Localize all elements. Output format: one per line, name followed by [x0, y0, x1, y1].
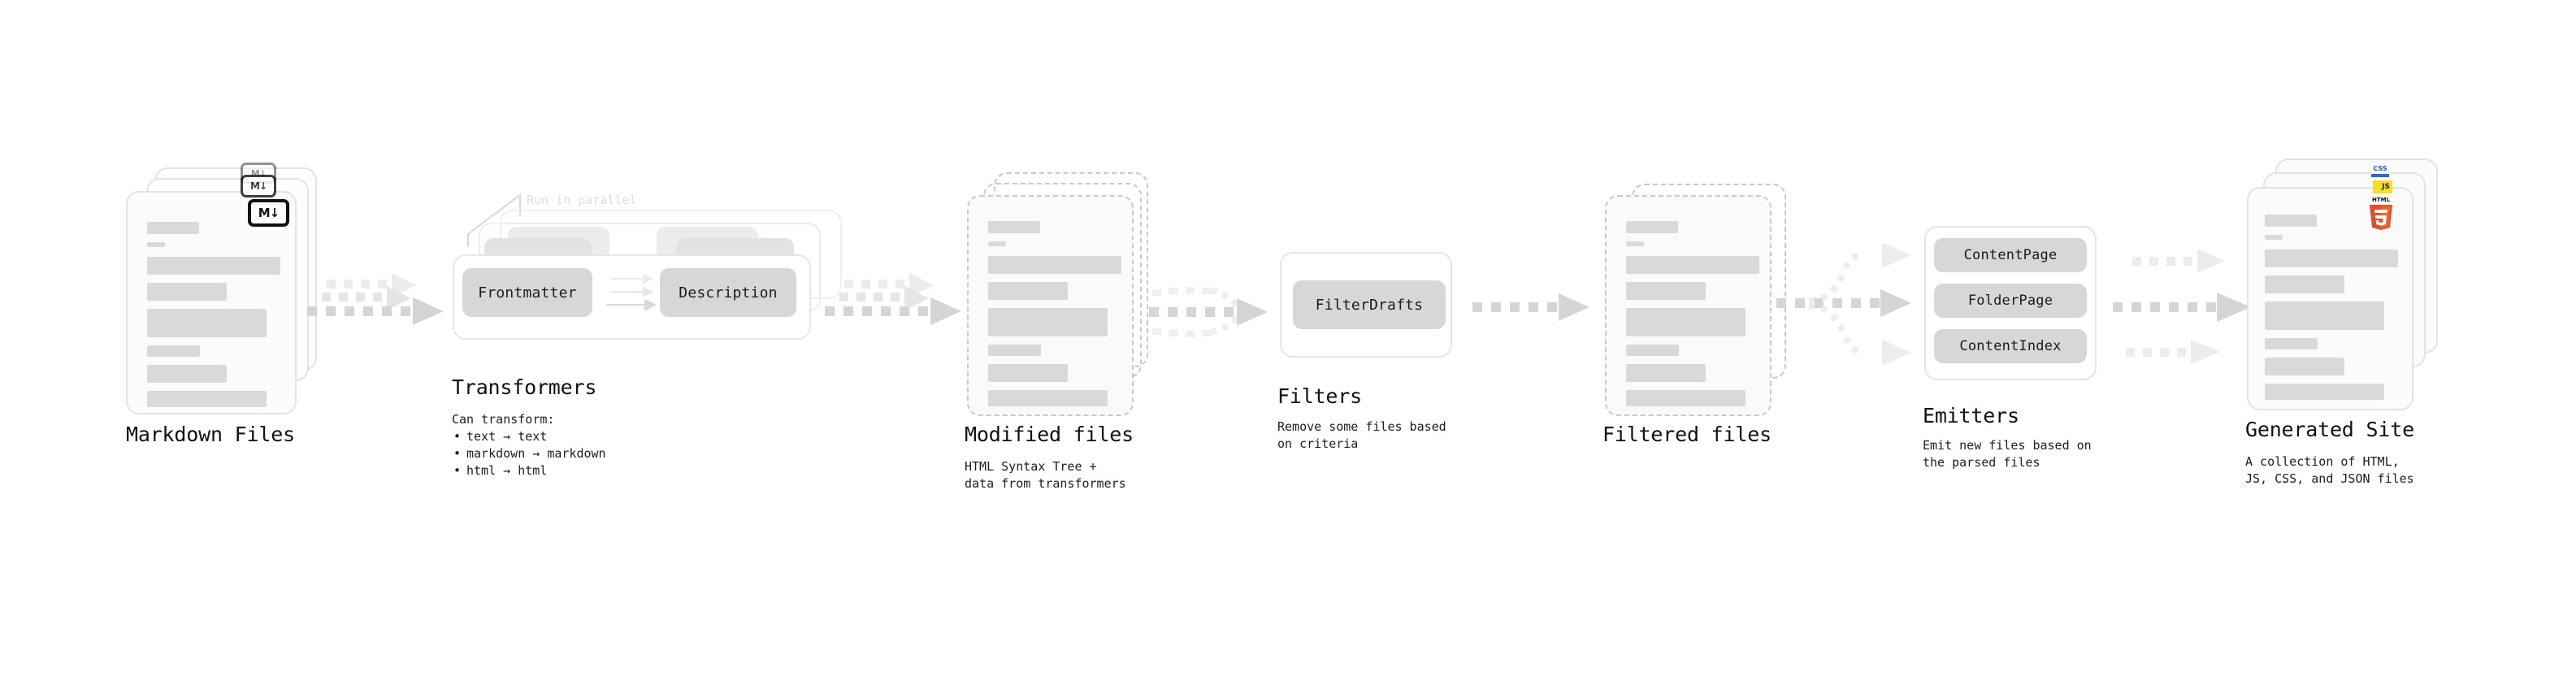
filters-pill-filterdrafts[interactable]: FilterDrafts: [1293, 280, 1446, 329]
stage-title-filtered-files: Filtered files: [1602, 423, 1772, 446]
placeholder-bar: [2265, 338, 2318, 349]
placeholder-bar: [147, 242, 165, 247]
placeholder-bar: [988, 241, 1006, 246]
stage-title-generated-site: Generated Site: [2245, 418, 2414, 441]
placeholder-bar: [1626, 221, 1678, 233]
stage-title-modified-files: Modified files: [965, 423, 1134, 446]
arrow-markdown-to-transformers: [307, 273, 444, 325]
placeholder-bar: [988, 256, 1121, 274]
placeholder-bar: [1626, 390, 1746, 406]
stage-title-filters: Filters: [1277, 384, 1362, 408]
filtered-card-front: [1605, 195, 1772, 416]
arrow-modified-to-filters: [1149, 287, 1268, 337]
placeholder-bar: [147, 257, 280, 275]
stage-title-emitters: Emitters: [1923, 404, 2019, 427]
placeholder-bar: [1626, 364, 1706, 382]
filters-subtitle: Remove some files based on criteria: [1277, 419, 1446, 451]
placeholder-bar: [2265, 275, 2344, 293]
list-item: markdown → markdown: [466, 445, 606, 462]
filtered-card-content: [1626, 221, 1759, 414]
placeholder-bar: [988, 282, 1068, 300]
run-in-parallel-bracket: [467, 193, 521, 247]
placeholder-bar: [1626, 282, 1706, 300]
javascript-logo-icon: JS: [2373, 180, 2392, 193]
list-item: html → html: [466, 462, 606, 479]
stage-title-transformers: Transformers: [452, 375, 597, 399]
emitters-pill-folderpage[interactable]: FolderPage: [1934, 284, 2087, 318]
emitters-pill-contentpage[interactable]: ContentPage: [1934, 238, 2087, 272]
modified-card-content: [988, 221, 1121, 414]
placeholder-bar: [2265, 249, 2398, 267]
placeholder-bar: [2265, 358, 2344, 375]
transformer-pill-description[interactable]: Description: [660, 268, 796, 317]
placeholder-bar: [988, 308, 1108, 336]
placeholder-bar: [2265, 215, 2317, 227]
run-in-parallel-label: Run in parallel: [527, 193, 637, 207]
placeholder-bar: [988, 345, 1041, 356]
arrow-filters-to-filtered: [1472, 293, 1589, 321]
placeholder-bar: [147, 345, 200, 357]
placeholder-bar: [988, 221, 1040, 233]
modified-card-front: [967, 195, 1134, 416]
placeholder-bar: [2265, 384, 2384, 400]
placeholder-bar: [1626, 256, 1759, 274]
stage-title-markdown-files: Markdown Files: [126, 423, 295, 446]
transformer-pill-frontmatter[interactable]: Frontmatter: [462, 268, 592, 317]
svg-text:HTML: HTML: [2372, 197, 2391, 203]
placeholder-bar: [147, 309, 267, 337]
list-item: text → text: [466, 428, 606, 445]
markdown-card-front: [126, 191, 297, 414]
placeholder-bar: [1626, 345, 1679, 356]
placeholder-bar: [988, 364, 1068, 382]
css3-logo-icon: CSS: [2371, 165, 2389, 177]
placeholder-bar: [2265, 301, 2384, 330]
generated-site-subtitle: A collection of HTML, JS, CSS, and JSON …: [2245, 454, 2414, 486]
placeholder-bar: [1626, 241, 1644, 246]
placeholder-bar: [147, 283, 227, 301]
transformers-subtitle: Can transform:: [452, 412, 555, 427]
transformers-bullet-list: text → text markdown → markdown html → h…: [452, 428, 606, 479]
modified-files-subtitle: HTML Syntax Tree + data from transformer…: [965, 459, 1126, 491]
arrow-filtered-to-emitters: [1776, 242, 1911, 366]
placeholder-bar: [147, 365, 227, 383]
arrow-transformers-to-modified: [825, 273, 961, 325]
markdown-card-content: [147, 222, 280, 415]
emitters-subtitle: Emit new files based on the parsed files: [1923, 438, 2092, 470]
transformer-inner-arrows: [606, 273, 657, 311]
placeholder-bar: [1626, 308, 1746, 336]
markdown-logo-icon-mid: M↓: [241, 175, 276, 197]
placeholder-bar: [147, 222, 199, 234]
placeholder-bar: [2265, 235, 2283, 240]
markdown-logo-icon: M↓: [248, 199, 289, 227]
arrow-emitters-to-site: [2113, 249, 2251, 364]
emitters-pill-contentindex[interactable]: ContentIndex: [1934, 329, 2087, 363]
placeholder-bar: [147, 391, 267, 407]
site-card-content: [2265, 215, 2398, 408]
placeholder-bar: [988, 390, 1108, 406]
html5-logo-icon: HTML: [2370, 197, 2392, 230]
